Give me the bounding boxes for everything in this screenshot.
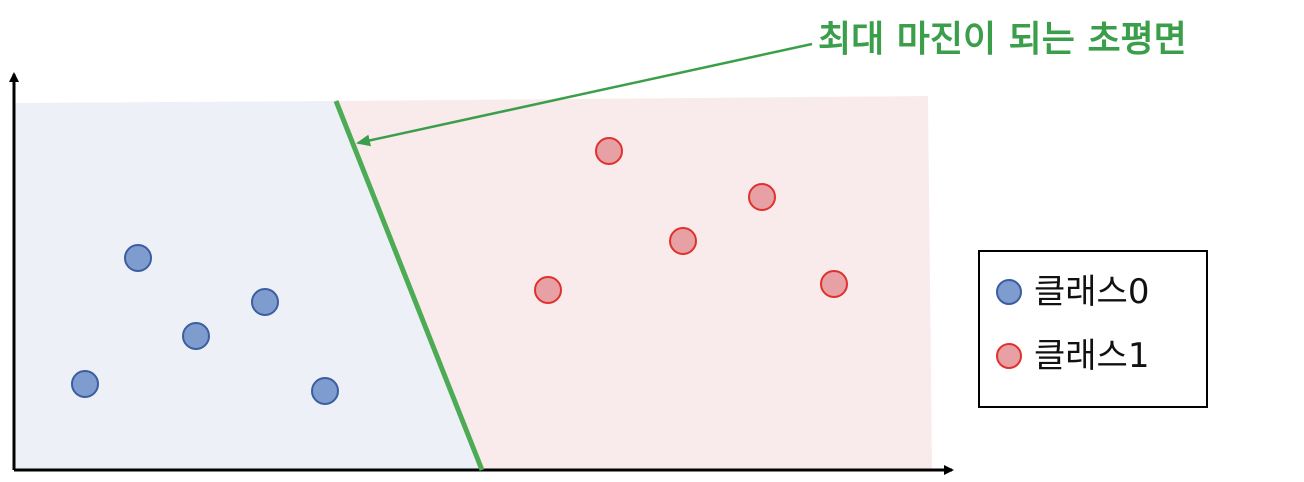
legend-label-class0: 클래스0 bbox=[1034, 272, 1150, 312]
class1-marker-icon bbox=[996, 343, 1022, 369]
hyperplane-annotation: 최대 마진이 되는 초평면 bbox=[818, 19, 1187, 60]
class0-marker-icon bbox=[996, 279, 1022, 305]
class0-points bbox=[71, 244, 339, 405]
class0-point bbox=[71, 370, 99, 398]
class0-point bbox=[124, 244, 152, 272]
class1-point bbox=[748, 183, 776, 211]
class1-points bbox=[534, 137, 848, 304]
legend-item-class1: 클래스1 bbox=[996, 336, 1149, 376]
hyperplane-line bbox=[333, 100, 485, 471]
class1-point bbox=[534, 276, 562, 304]
annotation-arrow bbox=[356, 42, 813, 147]
class1-region bbox=[336, 96, 932, 470]
legend-item-class0: 클래스0 bbox=[996, 272, 1149, 312]
class1-point bbox=[669, 227, 697, 255]
class0-point bbox=[182, 322, 210, 350]
class0-region bbox=[14, 101, 482, 470]
class0-point bbox=[311, 377, 339, 405]
legend: 클래스0 클래스1 bbox=[978, 250, 1208, 408]
class1-point bbox=[595, 137, 623, 165]
class1-point bbox=[820, 270, 848, 298]
legend-label-class1: 클래스1 bbox=[1034, 336, 1150, 376]
class0-point bbox=[251, 288, 279, 316]
